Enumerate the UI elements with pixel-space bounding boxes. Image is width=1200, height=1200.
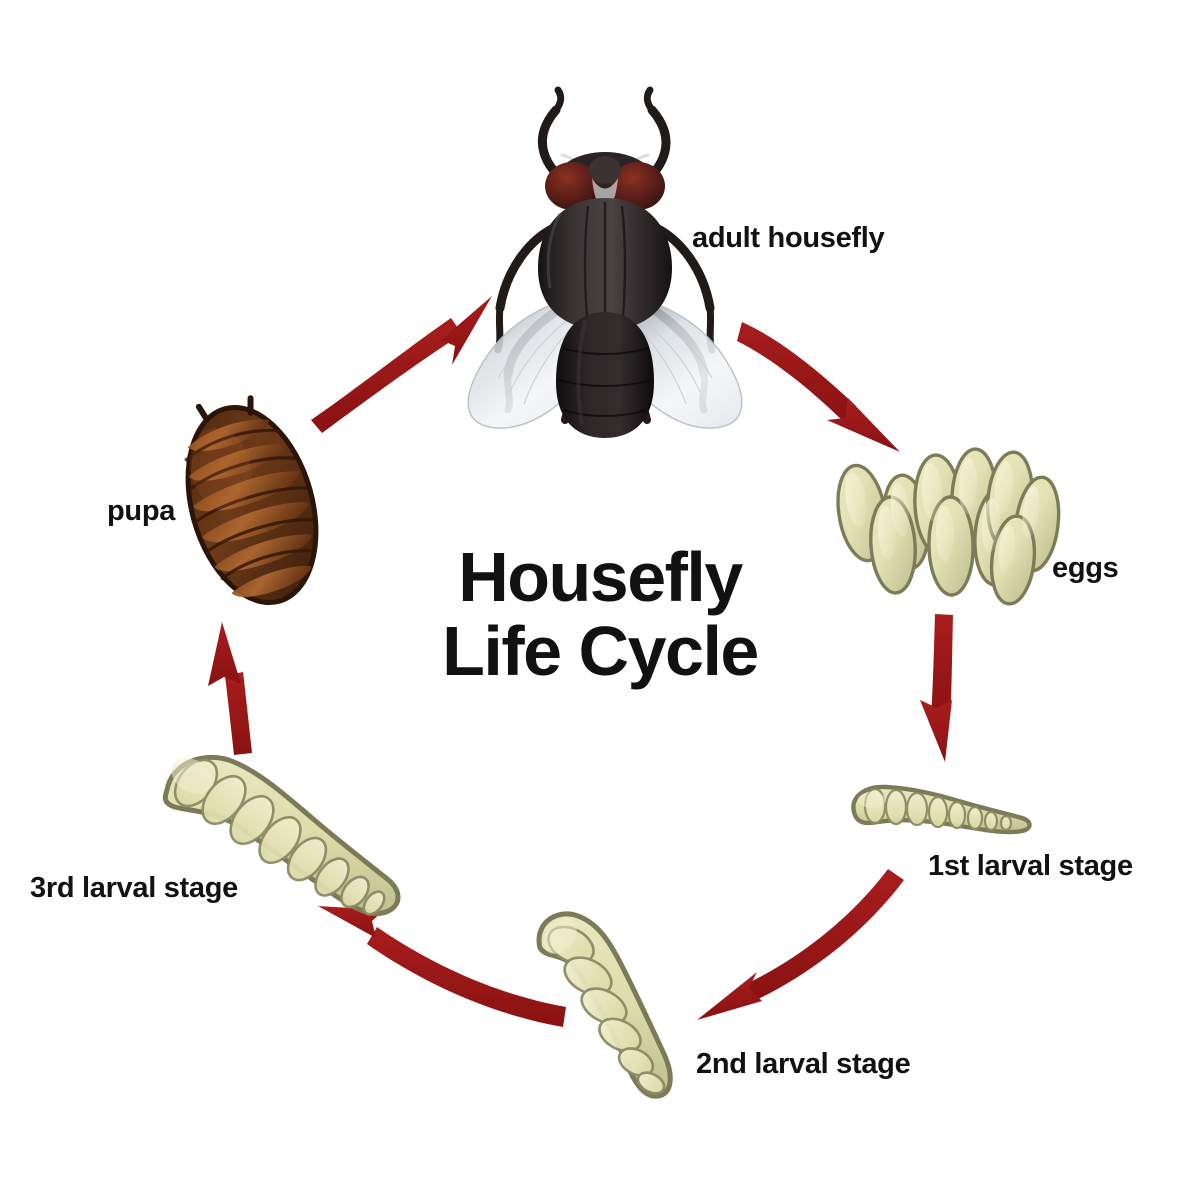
stage-label-adult-housefly: adult housefly	[692, 222, 885, 254]
pupa-icon	[184, 395, 319, 606]
stage-label-1st-larval-stage: 1st larval stage	[928, 850, 1133, 882]
stage-label-eggs: eggs	[1052, 552, 1119, 584]
stage-label-3rd-larval-stage: 3rd larval stage	[30, 872, 238, 904]
larva-medium-icon	[536, 911, 673, 1099]
arrow-larva1-to-larva2	[697, 869, 904, 1020]
eggs-cluster-icon	[836, 447, 1061, 606]
larva-small-icon	[851, 784, 1032, 835]
stage-label-2nd-larval-stage: 2nd larval stage	[696, 1048, 911, 1080]
title-line-2: Life Cycle	[442, 612, 759, 691]
arrow-larva2-to-larva3	[318, 906, 566, 1027]
page-title: Housefly Life Cycle	[380, 538, 820, 691]
arrow-eggs-to-larva1	[920, 614, 953, 762]
arrow-larva3-to-pupa	[208, 622, 252, 755]
larva-large-icon	[162, 754, 401, 917]
housefly-icon	[467, 86, 743, 438]
arrow-pupa-to-adult	[311, 296, 492, 433]
title-line-1: Housefly	[458, 538, 743, 616]
arrow-adult-to-eggs	[737, 322, 900, 452]
stage-label-pupa: pupa	[107, 495, 176, 527]
